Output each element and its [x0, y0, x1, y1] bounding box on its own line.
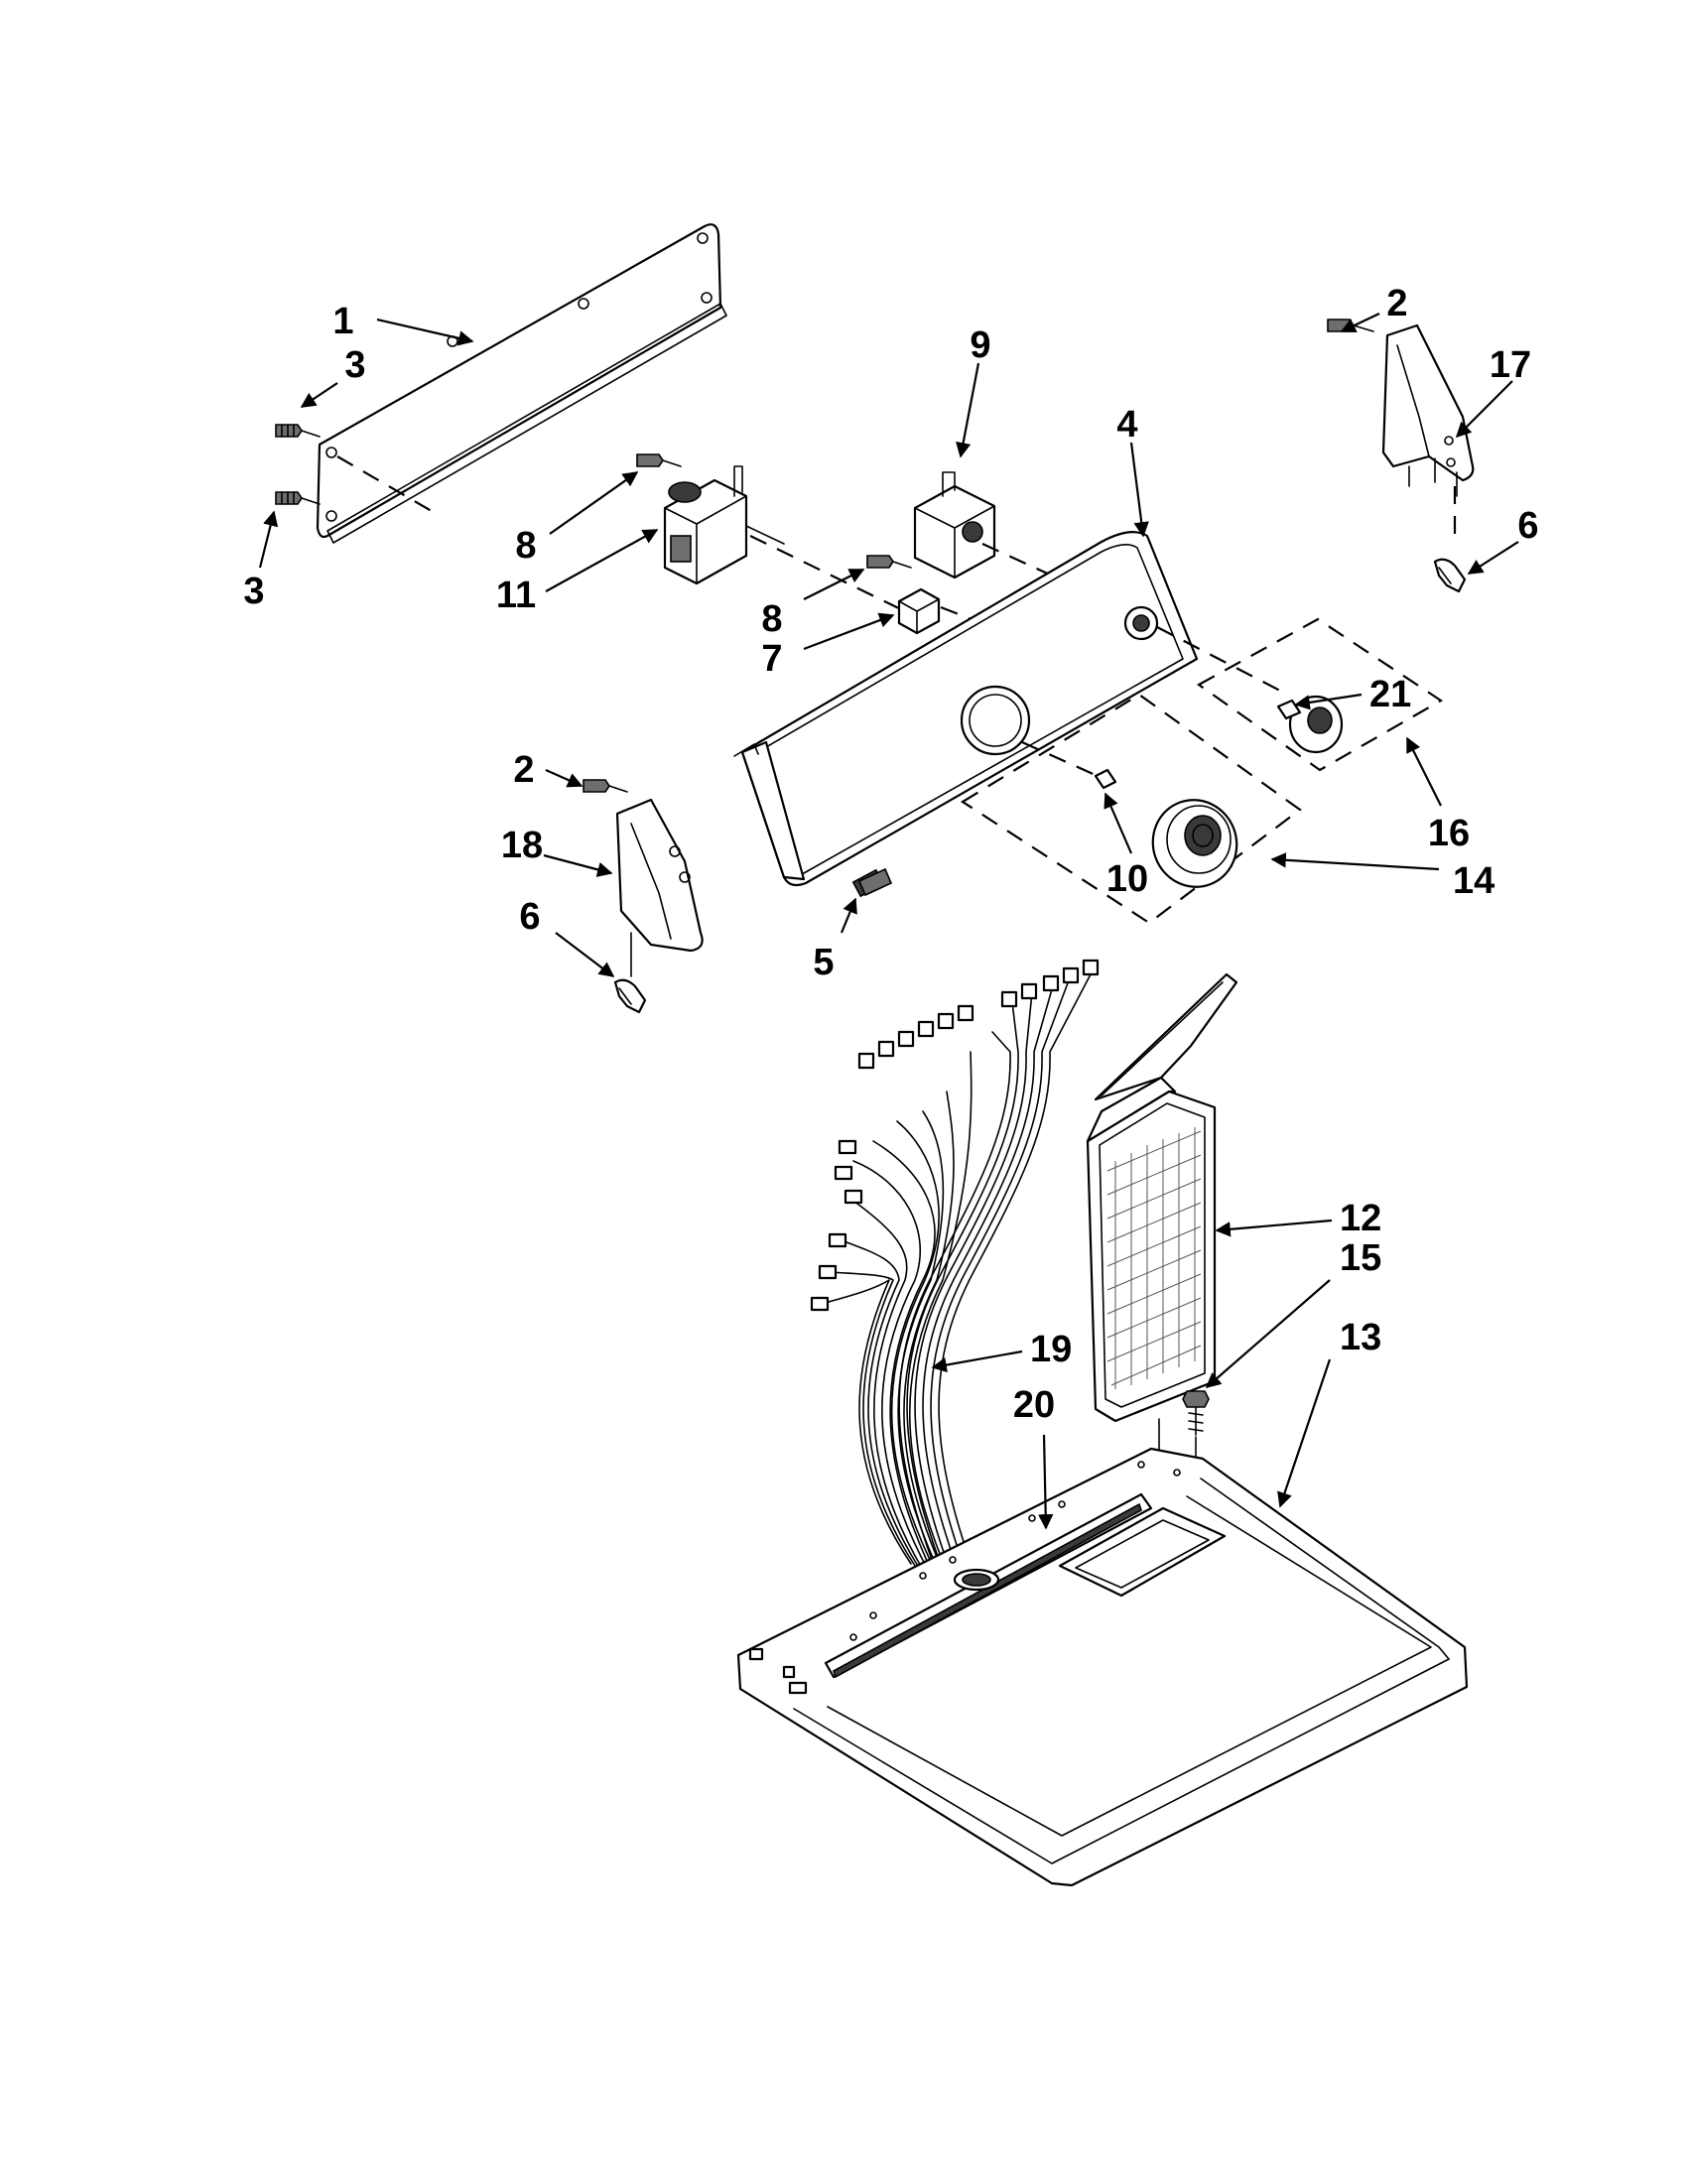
wire-connectors — [810, 959, 1100, 1312]
control-console-part-4 — [733, 531, 1199, 898]
callout-5: 5 — [813, 942, 834, 983]
wire-harness-part-19 — [821, 971, 1093, 1581]
screw-part-3-upper — [275, 424, 321, 438]
callout-16: 16 — [1428, 813, 1470, 854]
screw-part-15 — [1182, 1390, 1210, 1436]
callout-2: 2 — [513, 749, 534, 791]
callout-7: 7 — [761, 638, 782, 680]
knob-16-boundary — [1196, 617, 1444, 772]
timer-switch-part-11 — [663, 465, 785, 585]
callout-3: 3 — [243, 571, 264, 612]
callout-13: 13 — [1340, 1317, 1381, 1358]
lint-screen-part-12 — [1086, 972, 1238, 1423]
knob-part-14 — [1151, 799, 1238, 888]
assembly-line-9 — [981, 542, 1053, 578]
callout-15: 15 — [1340, 1237, 1381, 1279]
leader-lines — [258, 313, 1519, 1530]
knob-14-boundary — [960, 693, 1302, 925]
indicator-part-5 — [857, 867, 893, 897]
callout-3: 3 — [344, 344, 365, 386]
callout-9: 9 — [970, 324, 990, 366]
callout-8: 8 — [761, 598, 782, 640]
assembly-line-1 — [336, 455, 438, 515]
top-cover-part-13 — [736, 1447, 1469, 1887]
callout-1: 1 — [332, 301, 353, 342]
screw-part-3-lower — [275, 491, 321, 505]
callout-19: 19 — [1030, 1329, 1072, 1370]
assembly-line-16 — [1156, 626, 1281, 692]
screw-part-2-left — [583, 779, 628, 793]
callout-10: 10 — [1106, 858, 1148, 900]
callout-12: 12 — [1340, 1198, 1381, 1239]
end-cap-left-part-18 — [615, 798, 704, 953]
callout-20: 20 — [1013, 1384, 1055, 1426]
clip-part-6-right — [1433, 558, 1467, 593]
callout-6: 6 — [519, 896, 540, 938]
callout-2: 2 — [1386, 283, 1407, 324]
callout-17: 17 — [1490, 344, 1531, 386]
callout-18: 18 — [501, 825, 543, 866]
callout-6: 6 — [1517, 505, 1538, 547]
knob-clip-part-10 — [1094, 768, 1117, 790]
callout-21: 21 — [1369, 674, 1411, 715]
screw-part-8-lower — [866, 555, 912, 569]
assembly-line-11 — [749, 535, 914, 616]
switch-part-9 — [913, 471, 996, 579]
knob-part-16 — [1288, 695, 1344, 754]
end-cap-right-part-17 — [1381, 323, 1475, 497]
callout-4: 4 — [1116, 404, 1137, 446]
clip-part-6-left — [613, 978, 647, 1014]
lint-screen-mesh — [1106, 1127, 1202, 1389]
callout-8: 8 — [515, 525, 536, 567]
callout-labels: 1 2 3 3 17 9 4 8 11 8 7 6 21 2 18 16 10 … — [243, 283, 1538, 1426]
assembly-line-14 — [1021, 740, 1099, 778]
callout-14: 14 — [1453, 860, 1494, 902]
screw-part-8-upper — [636, 453, 682, 467]
switch-part-7 — [897, 587, 941, 635]
screw-part-2-right — [1327, 319, 1374, 332]
callout-11: 11 — [496, 575, 536, 616]
rear-panel-part-1 — [316, 223, 727, 544]
